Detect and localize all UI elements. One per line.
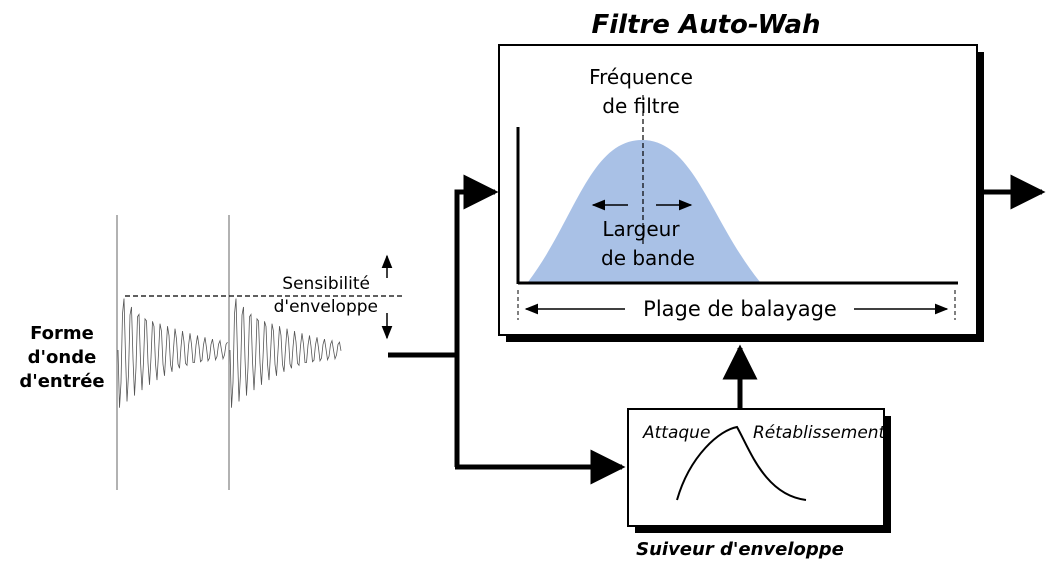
filter-frequency-label-2: de filtre	[602, 94, 679, 118]
envelope-curve	[676, 425, 807, 501]
attack-label: Attaque	[642, 423, 710, 443]
sensitivity-label-1: Sensibilité	[282, 274, 370, 294]
envelope-box	[627, 408, 885, 527]
input-label-1: Forme	[30, 323, 94, 344]
waveform-burst-1	[117, 298, 228, 408]
filter-frequency-label-1: Fréquence	[589, 65, 693, 89]
input-label-2: d'onde	[28, 347, 97, 368]
sweep-range-label: Plage de balayage	[643, 297, 837, 321]
bandwidth-label-1: Largeur	[602, 217, 680, 241]
release-label: Rétablissement	[753, 423, 887, 443]
diagram-title: Filtre Auto-Wah	[591, 10, 820, 40]
filter-box	[498, 44, 978, 336]
bandwidth-label-2: de bande	[601, 246, 695, 270]
sensitivity-label-2: d'enveloppe	[274, 297, 378, 317]
filter-response-curve	[528, 140, 760, 282]
input-label-3: d'entrée	[19, 371, 104, 392]
envelope-follower-label: Suiveur d'enveloppe	[636, 539, 844, 560]
signal-path-to-filter	[454, 174, 499, 467]
input-waveform	[116, 215, 342, 490]
waveform-burst-2	[229, 298, 342, 408]
